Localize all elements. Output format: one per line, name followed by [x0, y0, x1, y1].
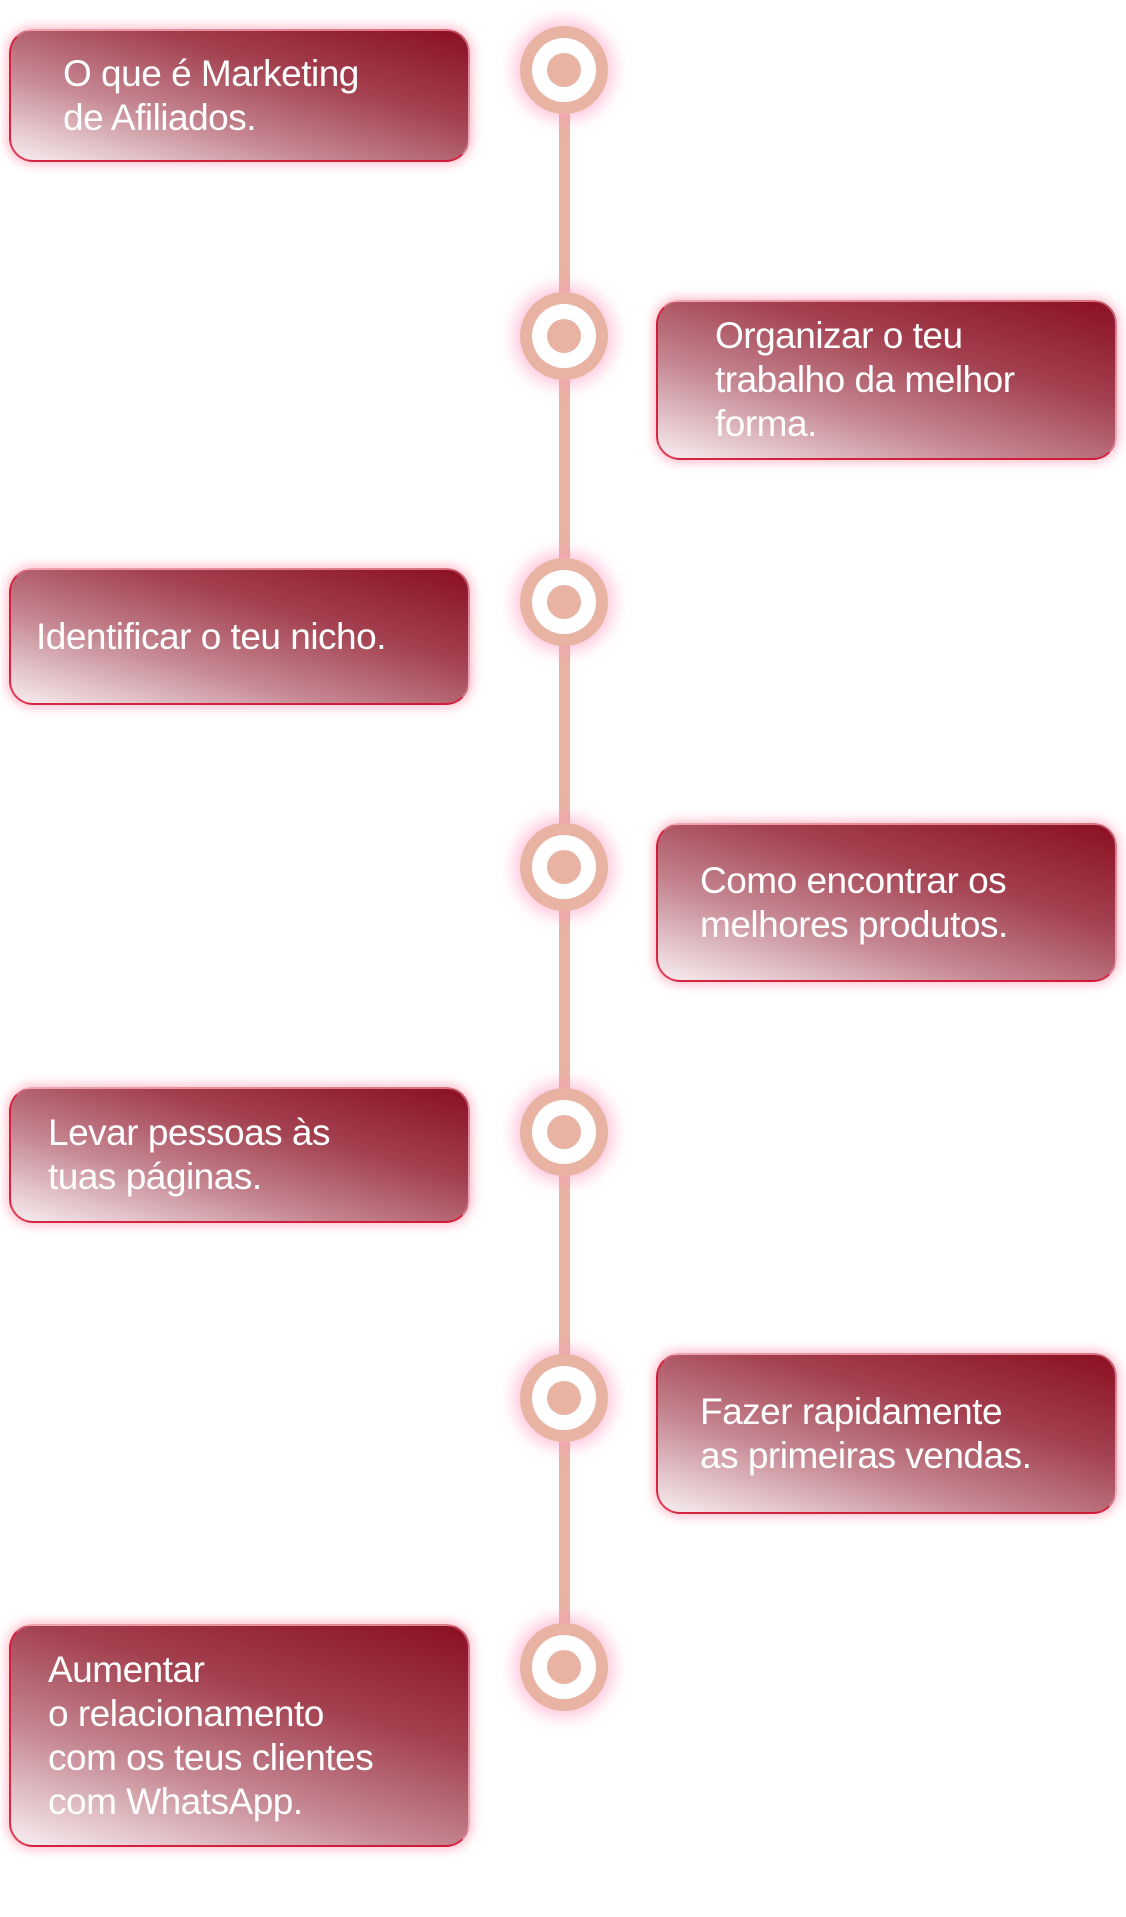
timeline-card-label: Fazer rapidamente as primeiras vendas. [700, 1390, 1032, 1476]
timeline-node-5 [520, 1088, 608, 1176]
timeline-card-label: Como encontrar os melhores produtos. [700, 859, 1008, 945]
timeline-card-label: Organizar o teu trabalho da melhor forma… [715, 315, 1015, 444]
timeline-card-2: Organizar o teu trabalho da melhor forma… [656, 300, 1117, 460]
timeline-node-6 [520, 1354, 608, 1442]
timeline-card-7: Aumentar o relacionamento com os teus cl… [9, 1624, 470, 1847]
timeline-card-1: O que é Marketing de Afiliados. [9, 29, 470, 162]
timeline-card-label: Aumentar o relacionamento com os teus cl… [48, 1648, 374, 1822]
timeline-card-label: Levar pessoas às tuas páginas. [48, 1112, 331, 1197]
timeline-card-label: Identificar o teu nicho. [36, 615, 387, 657]
timeline-node-1 [520, 26, 608, 114]
timeline-card-label: O que é Marketing de Afiliados. [63, 52, 359, 138]
timeline-node-7 [520, 1623, 608, 1711]
timeline-card-4: Como encontrar os melhores produtos. [656, 823, 1117, 982]
timeline-card-3: Identificar o teu nicho. [9, 568, 470, 705]
timeline-node-2 [520, 292, 608, 380]
timeline-node-4 [520, 823, 608, 911]
timeline-node-3 [520, 558, 608, 646]
timeline-card-5: Levar pessoas às tuas páginas. [9, 1087, 470, 1223]
timeline-card-6: Fazer rapidamente as primeiras vendas. [656, 1353, 1117, 1514]
